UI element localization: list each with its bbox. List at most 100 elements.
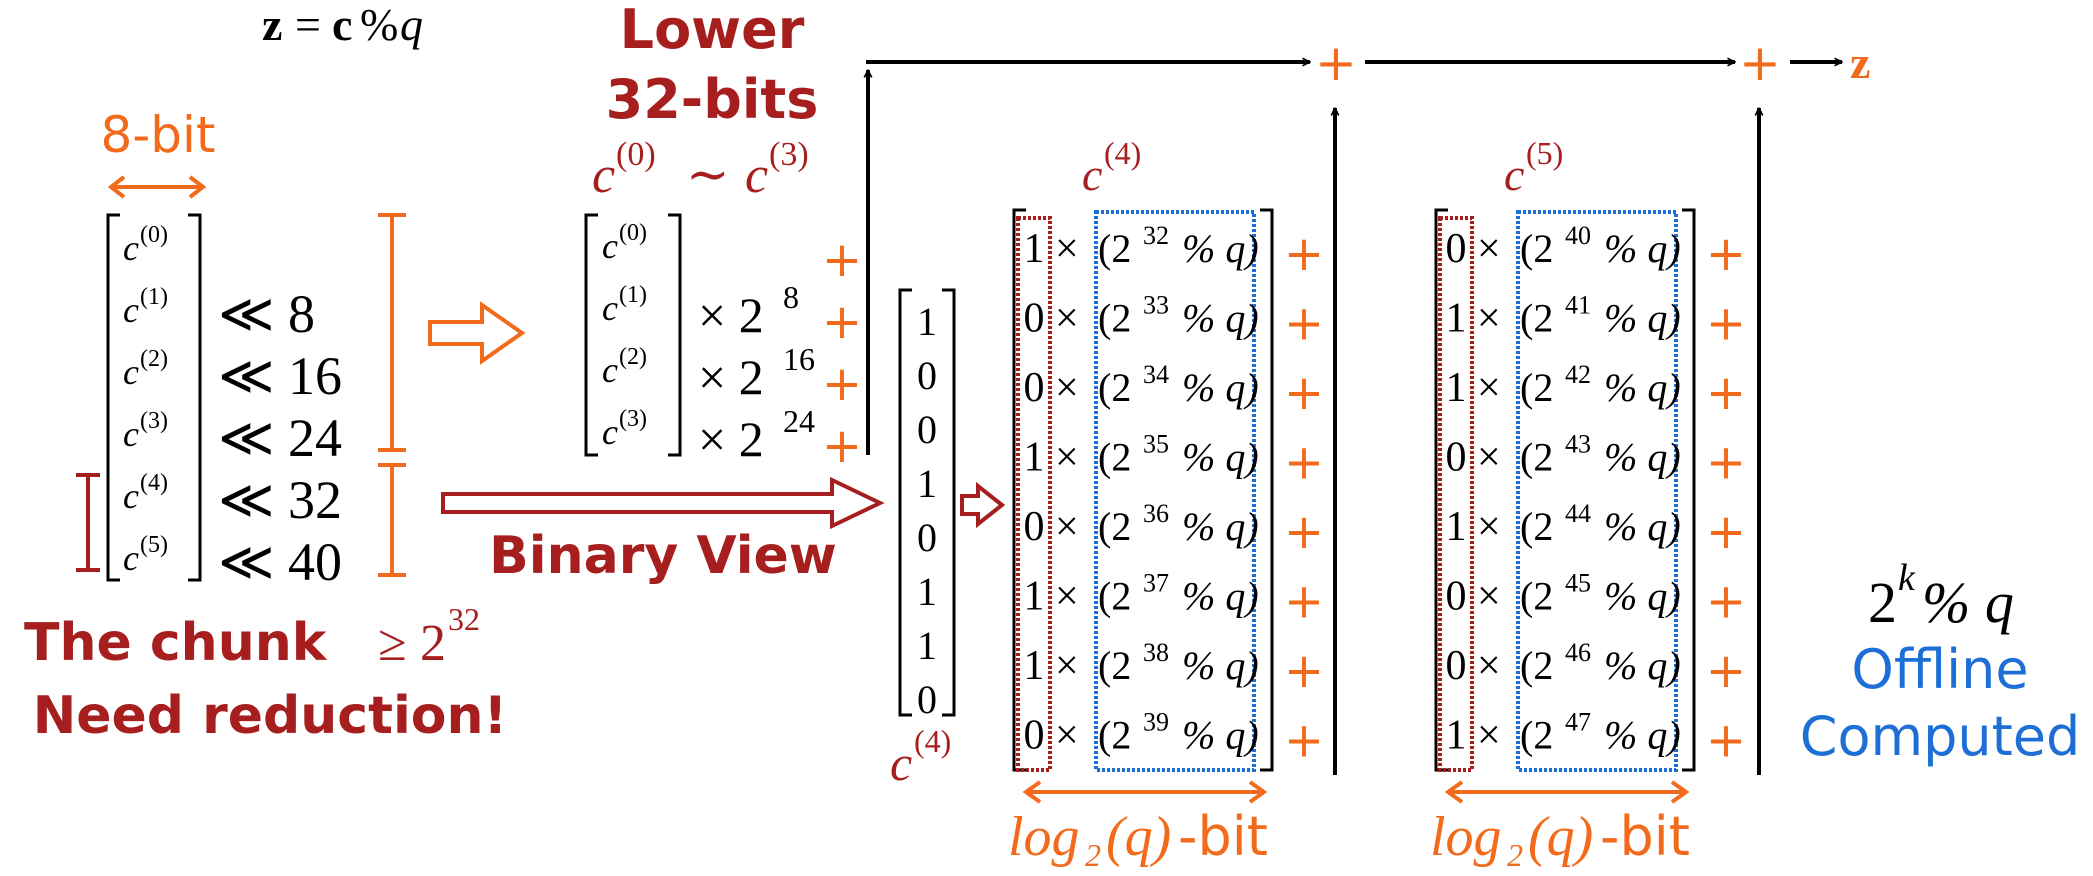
offline-rest: % q <box>1922 570 2014 635</box>
block4-times-2: × <box>1055 365 1079 411</box>
block5-width-arrow-right <box>1670 780 1690 804</box>
input-c-2: c <box>123 352 139 392</box>
block4-powers-box <box>1094 210 1256 772</box>
block4-times-7: × <box>1055 713 1079 759</box>
lower-range-c1: c <box>592 147 615 204</box>
lower-sup-1: (1) <box>619 282 647 308</box>
block5-width-suffix: -bit <box>1600 805 1690 868</box>
input-c-3: c <box>123 414 139 454</box>
lower-plus-3: + <box>822 418 862 474</box>
lower-plus-1: + <box>822 294 862 350</box>
block5-plus-6: + <box>1706 643 1746 699</box>
block5-times-0: × <box>1477 226 1501 272</box>
lower-plus-2: + <box>822 356 862 412</box>
block4-open-1: (2 <box>1098 296 1131 341</box>
block4-bits-box <box>1016 216 1052 772</box>
block4-pct-5: % q) <box>1182 574 1259 619</box>
block4-times-0: × <box>1055 226 1079 272</box>
block5-plus-7: + <box>1706 713 1746 769</box>
block4-header: c <box>1082 149 1102 200</box>
block5-width-arrow-left <box>1444 780 1464 804</box>
block4-times-1: × <box>1055 296 1079 342</box>
block4-times-4: × <box>1055 504 1079 550</box>
block5-bits-box <box>1438 216 1474 772</box>
block5-width-arg: (q) <box>1528 806 1593 868</box>
block5-bit-5: 0 <box>1446 574 1467 620</box>
block4-bit-7: 0 <box>1024 713 1045 759</box>
lower-mult-1: × 2 <box>698 287 764 343</box>
block5-width-log: log <box>1430 806 1502 868</box>
input-sup-4: (4) <box>140 470 168 496</box>
block5-times-3: × <box>1477 435 1501 481</box>
lower-mult-2: × 2 <box>698 349 764 405</box>
block4-pct-4: % q) <box>1182 504 1259 549</box>
binary-bit-7: 0 <box>917 677 937 722</box>
lower-range-sup2: (3) <box>769 136 809 173</box>
accumulation-arrows <box>866 62 1842 775</box>
block5-bit-7: 1 <box>1446 713 1467 759</box>
block4-exp-4: 36 <box>1143 499 1169 528</box>
lower-c-2: c <box>602 350 618 390</box>
lower-exp-3: 24 <box>783 403 815 439</box>
block5-plus-4: + <box>1706 504 1746 560</box>
block4-exp-0: 32 <box>1143 221 1169 250</box>
block4-pct-1: % q) <box>1182 296 1259 341</box>
offline-line2: Computed <box>1800 705 2081 768</box>
block4-open-4: (2 <box>1098 504 1131 549</box>
block5-times-5: × <box>1477 574 1501 620</box>
block5-pct-2: % q) <box>1604 365 1681 410</box>
chunk-note-base: 2 <box>420 615 446 672</box>
block5-open-0: (2 <box>1520 226 1553 271</box>
binary-vector-label: c <box>890 735 912 791</box>
lower-range-bar <box>378 213 406 452</box>
block5-exp-1: 41 <box>1565 291 1591 320</box>
block4-times-6: × <box>1055 643 1079 689</box>
block4-open-7: (2 <box>1098 713 1131 758</box>
block5-pct-4: % q) <box>1604 504 1681 549</box>
block5-pct-3: % q) <box>1604 435 1681 480</box>
sum-plus-1: + <box>1315 34 1357 92</box>
output-z: z <box>1850 37 1870 88</box>
input-vector-left-bracket <box>106 213 120 582</box>
block5-open-4: (2 <box>1520 504 1553 549</box>
block5-bit-2: 1 <box>1446 365 1467 411</box>
block4-width-sub: 2 <box>1085 837 1101 873</box>
block5-header: c <box>1504 149 1524 200</box>
input-vector-right-bracket <box>188 213 202 582</box>
formula-op: % <box>360 0 398 50</box>
block4-plus-4: + <box>1284 504 1324 560</box>
lower-exp-1: 8 <box>783 279 799 315</box>
block4-width-arrow-left <box>1022 780 1042 804</box>
block5-open-3: (2 <box>1520 435 1553 480</box>
block4-width-log: log <box>1008 806 1080 868</box>
block4-exp-2: 34 <box>1143 360 1169 389</box>
input-c-1: c <box>123 290 139 330</box>
input-sup-2: (2) <box>140 346 168 372</box>
block5-pct-6: % q) <box>1604 643 1681 688</box>
block5-pct-5: % q) <box>1604 574 1681 619</box>
block4-plus-0: + <box>1284 226 1324 282</box>
block5-plus-0: + <box>1706 226 1746 282</box>
sum-plus-2: + <box>1739 34 1781 92</box>
block5-times-2: × <box>1477 365 1501 411</box>
lower-left-bracket <box>584 213 598 457</box>
binary-bit-5: 1 <box>917 569 937 614</box>
block4-open-2: (2 <box>1098 365 1131 410</box>
block4-plus-5: + <box>1284 574 1324 630</box>
block5-open-5: (2 <box>1520 574 1553 619</box>
binary-right-bracket <box>942 288 956 717</box>
block5-pct-0: % q) <box>1604 226 1681 271</box>
block4-open-3: (2 <box>1098 435 1131 480</box>
block4-open-6: (2 <box>1098 643 1131 688</box>
block5-open-7: (2 <box>1520 713 1553 758</box>
input-c-0: c <box>123 228 139 268</box>
block5-open-6: (2 <box>1520 643 1553 688</box>
input-sup-3: (3) <box>140 408 168 434</box>
lower-range-sup1: (0) <box>616 136 656 173</box>
block4-pct-3: % q) <box>1182 435 1259 480</box>
binary-bit-1: 0 <box>917 353 937 398</box>
block4-plus-7: + <box>1284 713 1324 769</box>
block4-bit-4: 0 <box>1024 504 1045 550</box>
